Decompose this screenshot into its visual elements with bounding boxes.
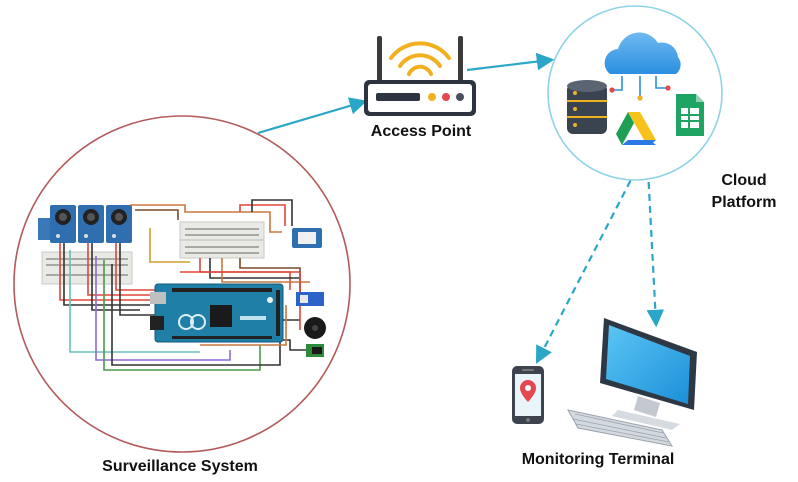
cloud-label-line1: Cloud <box>721 172 767 189</box>
breadboard-icon <box>41 221 265 285</box>
cloud-boundary <box>547 5 723 181</box>
cloud-label-line2: Platform <box>711 194 777 211</box>
camera-module-icon <box>292 228 322 248</box>
connection-arrows <box>257 52 665 364</box>
surveillance-system-label: Surveillance System <box>102 458 258 475</box>
cloud-platform-label: Cloud Platform <box>712 170 777 214</box>
cloud-icon <box>604 32 681 101</box>
monitor-icon <box>600 318 697 430</box>
access-point-label: Access Point <box>370 123 472 140</box>
sheets-icon <box>676 94 704 136</box>
drive-icon <box>616 112 656 145</box>
arrow-surveillance-to-ap <box>257 97 368 135</box>
keyboard-icon <box>567 409 674 447</box>
wifi-icon <box>389 41 451 76</box>
relay-module-icon <box>306 344 324 357</box>
arduino-board-icon <box>150 283 284 343</box>
monitoring-terminal-label: Monitoring Terminal <box>521 451 675 468</box>
arrow-ap-to-cloud <box>466 52 555 72</box>
buzzer-icon <box>304 317 326 339</box>
wiring <box>59 199 310 371</box>
sensor-module-icon <box>38 205 132 243</box>
smartphone-icon <box>512 366 544 424</box>
arrow-cloud-to-monitor <box>646 169 665 328</box>
rtc-module-icon <box>296 292 324 306</box>
cloud-platform-icons <box>567 32 704 145</box>
router-icon <box>364 36 476 116</box>
database-icon <box>567 80 607 134</box>
surveillance-circuit <box>38 199 326 371</box>
